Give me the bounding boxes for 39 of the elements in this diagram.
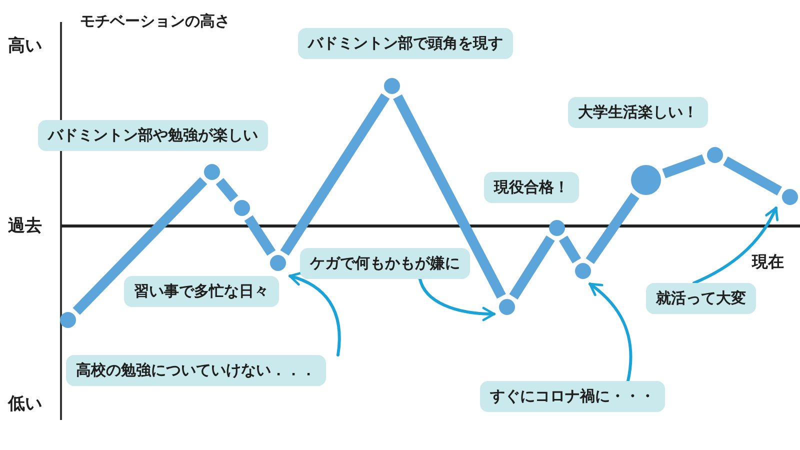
- callout-box: すぐにコロナ禍に・・・: [480, 381, 665, 412]
- graph-line: [509, 235, 555, 300]
- data-point: [499, 299, 515, 315]
- axis-label: 低い: [8, 393, 42, 415]
- data-point: [204, 164, 220, 180]
- callout-box: バドミントン部で頭角を現す: [298, 28, 513, 59]
- axis-label: 現在: [752, 252, 784, 273]
- callout-box: ケガで何もかもが嫌に: [300, 248, 470, 279]
- graph-line: [558, 236, 582, 264]
- curved-arrow: [588, 282, 632, 382]
- graph-line: [72, 177, 208, 315]
- data-point: [782, 189, 798, 205]
- curved-arrow: [288, 272, 341, 356]
- data-point: [234, 200, 250, 216]
- graph-line: [662, 154, 706, 178]
- callout-box: 現役合格！: [484, 172, 579, 203]
- data-point: [575, 263, 591, 279]
- curved-arrow: [692, 206, 778, 284]
- callout-box: 高校の勉強についていけない．．．: [66, 355, 326, 386]
- data-point: [549, 220, 565, 236]
- callout-box: 就活って大変: [646, 283, 756, 314]
- callout-box: 大学生活楽しい！: [568, 97, 708, 128]
- callout-box: 習い事で多忙な日々: [124, 276, 279, 307]
- graph-line: [280, 93, 390, 256]
- graph-line: [723, 156, 782, 196]
- axis-label: 高い: [8, 35, 42, 57]
- graph-line: [393, 94, 506, 299]
- curved-arrow: [418, 278, 496, 321]
- graph-line: [586, 192, 640, 264]
- axis-title: モチベーションの高さ: [80, 12, 230, 31]
- graph-line: [244, 215, 276, 256]
- graph-line: [216, 178, 238, 202]
- data-point: [707, 147, 723, 163]
- data-point: [631, 165, 661, 195]
- data-point: [384, 78, 400, 94]
- axis-label: 過去: [8, 215, 42, 237]
- callout-box: バドミントン部や勉強が楽しい: [38, 120, 268, 151]
- data-point: [60, 312, 76, 328]
- data-point: [270, 255, 286, 271]
